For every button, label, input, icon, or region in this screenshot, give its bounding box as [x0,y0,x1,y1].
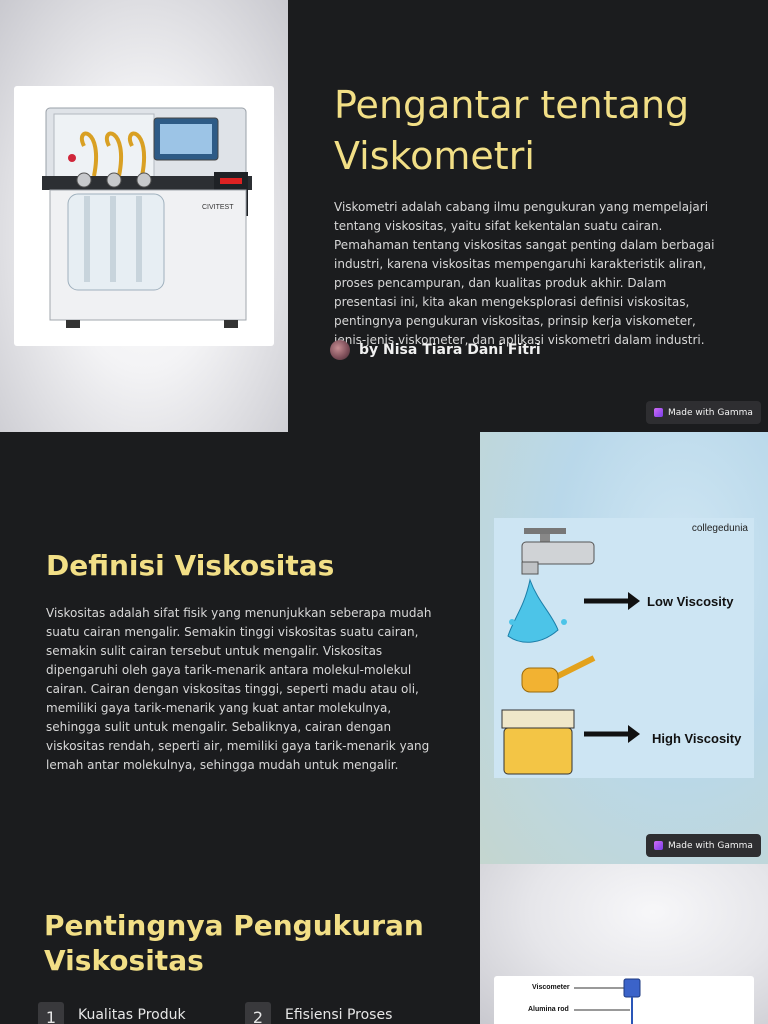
viscosity-illustration [501,528,640,775]
list-item: 1 Kualitas Produk [38,1002,186,1024]
definition-image-panel: collegedunia [480,432,768,864]
made-with-gamma-button[interactable]: Made with Gamma [646,834,761,857]
slide-definition: Definisi Viskositas Viskositas adalah si… [0,432,768,864]
slide-body-text: Viskometri adalah cabang ilmu pengukuran… [334,200,715,347]
slide-title: Definisi Viskositas [46,549,335,582]
viscosity-diagram: collegedunia [494,518,754,778]
list-item: 2 Efisiensi Proses [245,1002,392,1024]
slide-importance: Pentingnya Pengukuran Viskositas 1 Kuali… [0,864,768,1024]
made-with-gamma-button[interactable]: Made with Gamma [646,401,761,424]
item-label: Efisiensi Proses [285,1007,393,1023]
viscometer-schematic [574,978,641,1024]
photo-brand-text: CIVITEST [202,204,234,211]
viscometer-photo: CIVITEST [14,86,274,346]
diagram-label-viscometer: Viscometer [532,984,570,991]
slide-body-text: Viskositas adalah sifat fisik yang menun… [46,606,432,772]
diagram-label-alumina-rod: Alumina rod [528,1006,569,1013]
gamma-badge-label: Made with Gamma [668,407,753,418]
author-name: by Nisa Tiara Dani Fitri [359,342,541,358]
low-viscosity-label: Low Viscosity [647,594,734,609]
gamma-badge-label: Made with Gamma [668,840,753,851]
item-number: 2 [245,1002,271,1024]
item-number: 1 [38,1002,64,1024]
author-byline: by Nisa Tiara Dani Fitri [330,339,541,361]
gamma-logo-icon [654,408,663,417]
image-brand-text: collegedunia [691,523,748,534]
high-viscosity-label: High Viscosity [652,731,742,746]
intro-image-panel: CIVITEST [0,0,288,432]
importance-image-panel: Viscometer Alumina rod [480,864,768,1024]
slide-intro: CIVITEST Pengantar tentang Viskometri Vi… [0,0,768,432]
slide-title: Pengantar tentang Viskometri [334,83,690,178]
slide-title: Pentingnya Pengukuran Viskositas [44,909,424,977]
gamma-logo-icon [654,841,663,850]
viscometer-illustration [42,107,252,328]
viscometer-diagram: Viscometer Alumina rod [494,976,754,1024]
author-avatar [330,340,350,360]
item-label: Kualitas Produk [78,1007,186,1023]
